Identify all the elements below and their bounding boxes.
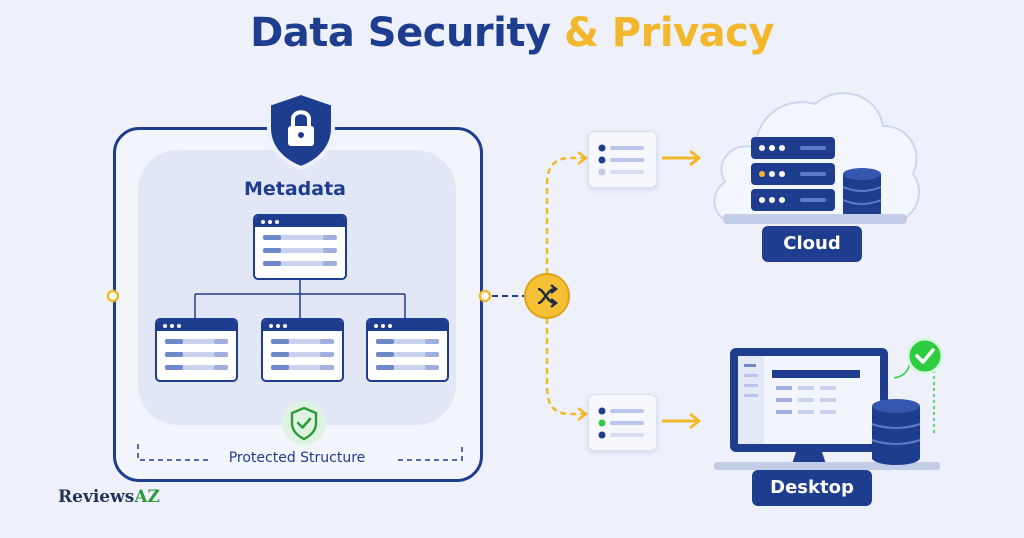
- frame-port-right: [478, 289, 492, 303]
- frame-port-left: [106, 289, 120, 303]
- protected-structure-label: Protected Structure: [228, 450, 366, 466]
- logo-text-main: Reviews: [58, 487, 135, 507]
- title-part-accent: & Privacy: [564, 10, 774, 56]
- database-icon: [842, 168, 882, 214]
- tree-connectors: [194, 278, 406, 320]
- flow-connectors: [492, 151, 589, 421]
- lock-shield-icon: [267, 90, 335, 170]
- monitor-icon: [714, 348, 940, 470]
- database-icon: [871, 399, 921, 465]
- data-node-card-desktop: [588, 394, 657, 451]
- metadata-label: Metadata: [243, 178, 347, 200]
- metadata-child-table: [155, 318, 238, 382]
- server-icon: [751, 137, 835, 211]
- logo-text-accent: AZ: [134, 487, 160, 507]
- data-node-card-cloud: [588, 131, 657, 188]
- page-title: Data Security & Privacy: [0, 10, 1024, 56]
- protected-shield-icon: [282, 401, 326, 445]
- arrow-right-icon: [662, 149, 701, 167]
- check-icon: [906, 337, 944, 375]
- desktop-label: Desktop: [752, 470, 872, 506]
- sync-node-icon[interactable]: [522, 271, 572, 321]
- reviewsaz-logo: ReviewsAZ: [58, 487, 160, 507]
- metadata-child-table: [366, 318, 449, 382]
- protected-bracket: [137, 444, 463, 461]
- metadata-child-table: [261, 318, 344, 382]
- cloud-icon: [713, 92, 920, 224]
- metadata-root-table: [253, 214, 347, 280]
- title-part-main: Data Security: [250, 10, 551, 56]
- cloud-label: Cloud: [762, 226, 862, 262]
- arrow-right-icon: [662, 412, 701, 430]
